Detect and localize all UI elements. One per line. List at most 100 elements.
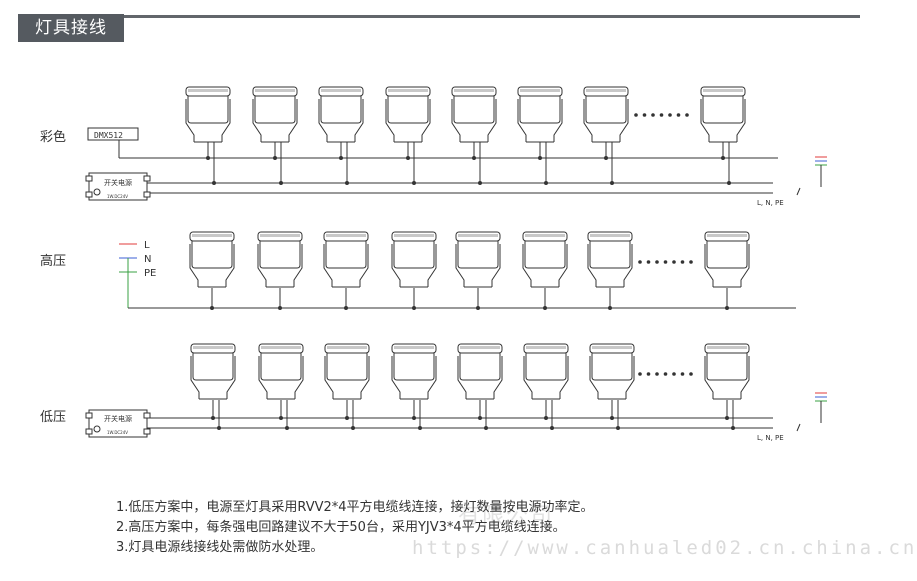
lamp-bracket-left — [704, 356, 714, 399]
lamp-body — [320, 96, 362, 124]
wire-label-n: N — [144, 254, 152, 265]
junction-dot — [412, 416, 416, 420]
note-item: 3.灯具电源线接线处需做防水处理。 — [116, 540, 324, 555]
lamp-bracket-right — [493, 356, 503, 399]
lamp-bracket-right — [740, 244, 750, 287]
lamp-body — [706, 241, 748, 269]
lamp-bracket-left — [391, 244, 401, 287]
lamp-body — [191, 241, 233, 269]
wire-label-l: L — [144, 240, 150, 251]
wiring-diagram — [85, 86, 827, 438]
lamp — [258, 343, 304, 400]
lamp-bracket-left — [391, 356, 401, 399]
lamp-body — [254, 96, 296, 124]
junction-dot — [344, 306, 348, 310]
lamp-lens — [590, 234, 630, 237]
lamp-bracket-left — [523, 356, 533, 399]
lamp-bracket-right — [487, 99, 497, 142]
power-supply-box — [85, 409, 151, 438]
lamp-lens — [192, 234, 232, 237]
lamp-body — [393, 241, 435, 269]
junction-dot — [610, 416, 614, 420]
power-supply-tab — [85, 428, 93, 435]
lamp-lens — [326, 234, 366, 237]
junction-dot — [727, 181, 731, 185]
lamp — [324, 343, 370, 400]
continuation-dot — [672, 372, 676, 376]
continuation-dot — [642, 113, 647, 117]
continuation-dot — [672, 260, 676, 264]
lamp-bracket-left — [457, 356, 467, 399]
power-supply-tab — [143, 191, 151, 198]
watermark-text: 有限公司 — [458, 503, 555, 528]
lamp-lens — [586, 89, 626, 92]
junction-dot — [345, 181, 349, 185]
lamp — [704, 343, 750, 400]
power-supply-tab — [143, 428, 151, 435]
junction-dot — [484, 426, 488, 430]
lamp-bracket-right — [625, 356, 635, 399]
cable-mark — [796, 423, 801, 432]
lamp-body — [525, 353, 567, 381]
junction-dot — [406, 156, 410, 160]
lamp-bracket-right — [359, 244, 369, 287]
lamp — [457, 343, 503, 400]
lamp-lens — [592, 346, 632, 349]
lamp-lens — [458, 234, 498, 237]
junction-dot — [604, 156, 608, 160]
junction-dot — [412, 181, 416, 185]
lamp-bracket-left — [704, 244, 714, 287]
lamp-body — [585, 96, 627, 124]
lamp-bracket-right — [294, 356, 304, 399]
lamp — [318, 86, 364, 143]
lamp-lens — [188, 89, 228, 92]
lamp-body — [457, 241, 499, 269]
continuation-dot — [676, 113, 681, 117]
lamp-lens — [707, 234, 747, 237]
low-power-supply-label: 开关电源 — [104, 415, 132, 423]
lamp-bracket-right — [427, 356, 437, 399]
junction-dot — [544, 181, 548, 185]
lamp — [700, 86, 746, 143]
continuation-dot — [646, 372, 651, 376]
color-line-label: L, N, PE — [757, 199, 784, 207]
junction-dot — [211, 416, 215, 420]
junction-dot — [351, 426, 355, 430]
lamp-bracket-left — [185, 99, 195, 142]
lamp-bracket-right — [421, 99, 431, 142]
lamp — [517, 86, 563, 143]
lamp-body — [192, 353, 234, 381]
lamp-bracket-right — [558, 244, 568, 287]
lamp-body — [259, 241, 301, 269]
lamp-bracket-right — [221, 99, 231, 142]
lamp-bracket-left — [700, 99, 710, 142]
junction-dot — [476, 306, 480, 310]
junction-dot — [212, 181, 216, 185]
lamp — [252, 86, 298, 143]
lamp-bracket-right — [293, 244, 303, 287]
lamp-lens — [454, 89, 494, 92]
note-item: 1.低压方案中，电源至灯具采用RVV2*4平方电缆线连接，接灯数量按电源功率定。 — [116, 500, 594, 515]
low-line-label: L, N, PE — [757, 434, 784, 442]
notes-list: 1.低压方案中，电源至灯具采用RVV2*4平方电缆线连接，接灯数量按电源功率定。… — [116, 498, 594, 558]
lamp-body — [589, 241, 631, 269]
lamp — [190, 343, 236, 400]
lamp — [583, 86, 629, 143]
lamp-body — [524, 241, 566, 269]
lamp-bracket-left — [258, 356, 268, 399]
lamp-bracket-right — [740, 356, 750, 399]
junction-dot — [345, 416, 349, 420]
continuation-dot — [689, 260, 693, 264]
junction-dot — [217, 426, 221, 430]
junction-dot — [412, 306, 416, 310]
lamp — [385, 86, 431, 143]
power-supply-box — [85, 172, 151, 201]
header-divider — [124, 15, 860, 18]
junction-dot — [418, 426, 422, 430]
lamp-bracket-left — [324, 356, 334, 399]
lamp-bracket-right — [288, 99, 298, 142]
note-item: 2.高压方案中，每条强电回路建议不大于50台，采用YJV3*4平方电缆线连接。 — [116, 520, 566, 535]
lamp-lens — [327, 346, 367, 349]
lamp-lens — [394, 346, 434, 349]
low-voltage-label: 低压 — [40, 410, 67, 425]
